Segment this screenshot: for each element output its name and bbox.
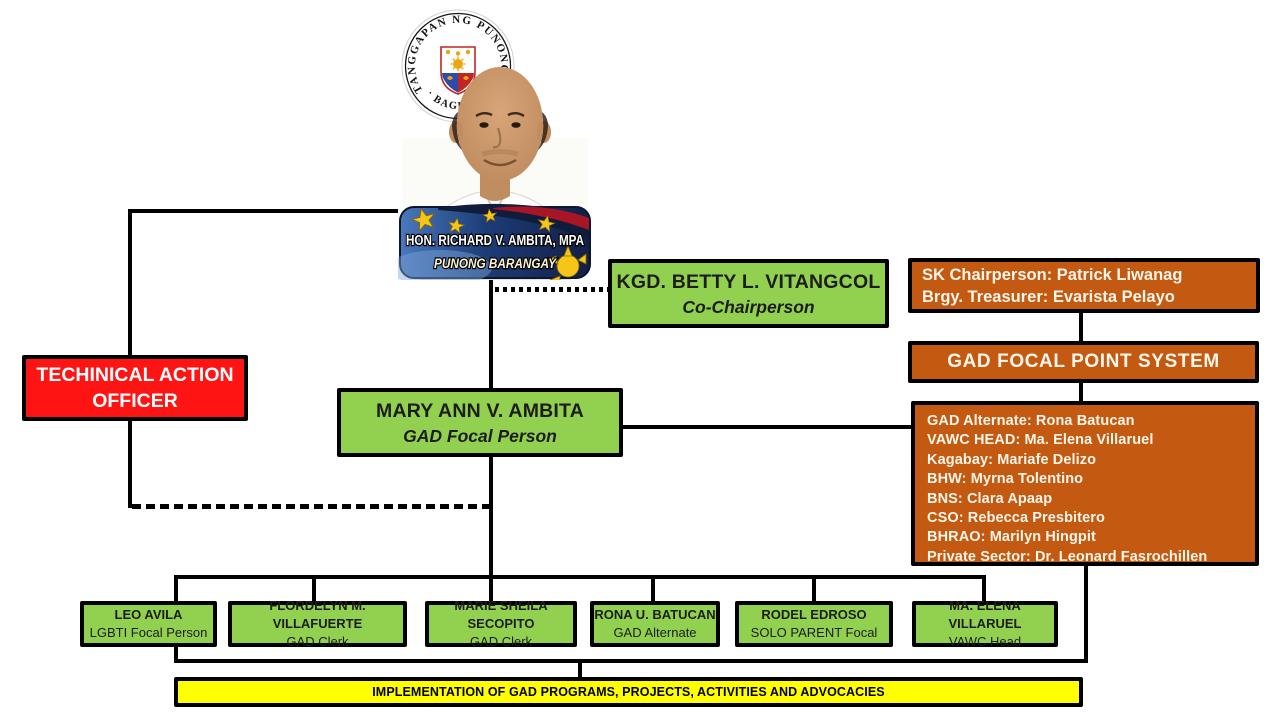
connector-focalperson-to-members — [620, 425, 911, 429]
member-line: GAD Alternate: Rona Batucan — [927, 413, 1135, 429]
staff-name: RODEL EDROSO — [761, 607, 867, 622]
member-line: Kagabay: Mariafe Delizo — [927, 451, 1097, 468]
connector-to-implementation — [578, 659, 582, 677]
gad-focal-person-name: MARY ANN V. AMBITA — [376, 399, 584, 422]
staff-role: GAD Clerk — [469, 634, 533, 649]
chairman-name: HON. RICHARD V. AMBITA, MPA — [406, 233, 584, 249]
member-line: BHW: Myrna Tolentino — [927, 471, 1084, 488]
gad-focal-person-box: MARY ANN V. AMBITA GAD Focal Person — [337, 388, 623, 457]
connector-leo-down — [174, 645, 178, 659]
gad-focal-point-system-title: GAD FOCAL POINT SYSTEM — [947, 351, 1220, 372]
connector-left-down-to-tao — [128, 209, 132, 357]
connector-photo-to-focal-person — [489, 276, 493, 390]
connector-tao-down — [128, 419, 132, 508]
staff-name: LEO AVILA — [114, 607, 183, 622]
gad-focal-point-system-box: GAD FOCAL POINT SYSTEM — [908, 341, 1259, 383]
implementation-banner: IMPLEMENTATION OF GAD PROGRAMS, PROJECTS… — [174, 677, 1083, 707]
connector-sk-to-gfps — [1079, 311, 1083, 343]
staff-box-ma-elena-villaruel: MA. ELENA VILLARUEL VAWC Head — [912, 598, 1058, 649]
staff-box-flordelyn-villafuerte: FLORDELYN M. VILLAFUERTE GAD Clerk — [228, 598, 407, 649]
connector-members-down — [1084, 564, 1088, 659]
gad-focal-person-role: GAD Focal Person — [403, 425, 557, 446]
co-chairperson-role: Co-Chairperson — [682, 296, 815, 317]
technical-action-officer-label: TECHINICAL ACTION OFFICER — [36, 364, 234, 412]
connector-dashed — [132, 504, 492, 509]
co-chairperson-name: KGD. BETTY L. VITANGCOL — [616, 270, 881, 293]
seal-shield — [440, 46, 476, 95]
connector-drop-leo — [174, 575, 178, 603]
chairman-photo: HON. RICHARD V. AMBITA, MPA PUNONG BARAN… — [388, 28, 592, 286]
officers-box: SK Chairperson: Patrick Liwanag Brgy. Tr… — [908, 258, 1260, 313]
chairman-title: PUNONG BARANGAY — [434, 256, 558, 271]
staff-name: MARIE SHEILA SECOPITO — [454, 598, 548, 631]
staff-name: MA. ELENA VILLARUEL — [948, 598, 1022, 631]
staff-box-rodel-edroso: RODEL EDROSO SOLO PARENT Focal — [735, 601, 893, 647]
staff-box-rona-batucan: RONA U. BATUCAN GAD Alternate — [590, 601, 720, 647]
brgy-treasurer-line: Brgy. Treasurer: Evarista Pelayo — [922, 287, 1175, 306]
co-chairperson-box: KGD. BETTY L. VITANGCOL Co-Chairperson — [608, 259, 889, 328]
chairman-portrait: HON. RICHARD V. AMBITA, MPA PUNONG BARAN… — [388, 67, 591, 286]
staff-name: FLORDELYN M. VILLAFUERTE — [269, 598, 366, 631]
member-line: VAWC HEAD: Ma. Elena Villaruel — [927, 432, 1154, 449]
connector-staff-rail — [174, 575, 986, 579]
staff-role: GAD Alternate — [613, 625, 697, 640]
member-line: BHRAO: Marilyn Hingpit — [927, 529, 1096, 546]
staff-role: LGBTI Focal Person — [89, 625, 208, 640]
technical-action-officer-box: TECHINICAL ACTION OFFICER — [22, 355, 248, 421]
staff-box-marie-sheila-secopito: MARIE SHEILA SECOPITO GAD Clerk — [425, 598, 577, 649]
staff-role: SOLO PARENT Focal — [750, 625, 878, 640]
connector-dotted-cochair — [495, 287, 608, 292]
staff-box-leo-avila: LEO AVILA LGBTI Focal Person — [80, 601, 217, 647]
staff-role: VAWC Head — [948, 634, 1022, 649]
staff-role: GAD Clerk — [286, 634, 349, 649]
connector-focalperson-down — [489, 455, 493, 603]
connector-drop-flordelyn — [312, 575, 316, 603]
member-line: BNS: Clara Apaap — [927, 490, 1053, 507]
gfps-members-box: GAD Alternate: Rona Batucan VAWC HEAD: M… — [911, 401, 1259, 566]
member-line: Private Sector: Dr. Leonard Fasrochillen — [927, 548, 1208, 565]
implementation-label: IMPLEMENTATION OF GAD PROGRAMS, PROJECTS… — [372, 685, 885, 699]
connector-gfps-to-members — [1079, 381, 1083, 403]
staff-name: RONA U. BATUCAN — [594, 607, 716, 622]
connector-photo-left — [128, 209, 398, 213]
sk-chairperson-line: SK Chairperson: Patrick Liwanag — [922, 265, 1183, 284]
connector-bottom-rail — [174, 659, 1088, 663]
connector-drop-maelena — [982, 575, 986, 603]
connector-drop-rodel — [812, 575, 816, 603]
connector-drop-rona — [651, 575, 655, 603]
member-line: CSO: Rebecca Presbitero — [927, 510, 1105, 527]
chairman-banner: HON. RICHARD V. AMBITA, MPA PUNONG BARAN… — [388, 203, 591, 286]
